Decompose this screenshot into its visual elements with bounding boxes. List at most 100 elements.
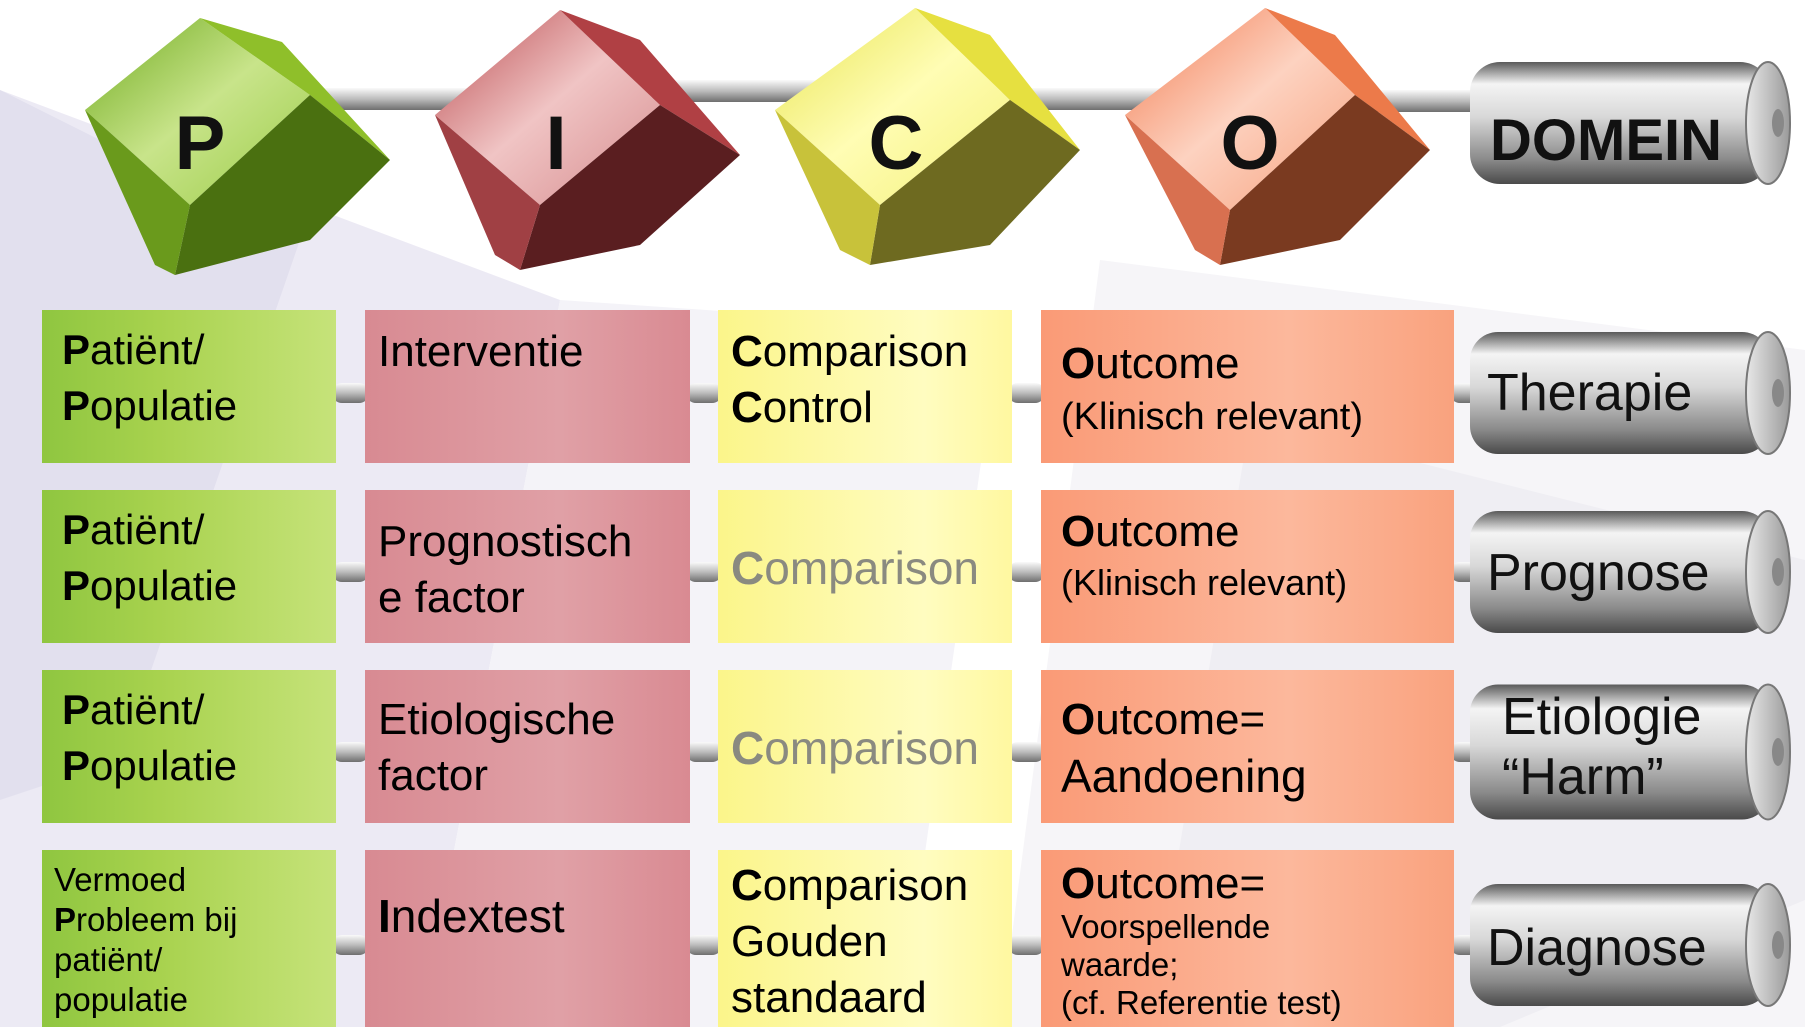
- intervention-text: Interventie: [378, 327, 584, 376]
- domain-cylinder-pin: [1772, 738, 1784, 766]
- initial: O: [1061, 339, 1096, 388]
- text: utcome=: [1095, 695, 1266, 744]
- initial: P: [62, 562, 91, 609]
- row1-intervention-cell: Interventie: [365, 310, 690, 463]
- connector-rod: [686, 383, 722, 403]
- text: omparison: [762, 327, 969, 376]
- connector-rod: [686, 562, 722, 582]
- row3-patient-cell: Patiënt/ Populatie: [42, 670, 336, 823]
- outcome-sub: (Klinisch relevant): [1061, 396, 1363, 438]
- initial: P: [62, 326, 91, 373]
- domain-cylinder-cap: [1745, 683, 1791, 821]
- initial: O: [1061, 507, 1096, 556]
- row2-outcome-cell: Outcome (Klinisch relevant): [1041, 490, 1454, 643]
- connector-rod: [332, 383, 369, 403]
- text: ontrol: [762, 383, 873, 432]
- text: atiënt/: [90, 506, 205, 553]
- row1-outcome-cell: Outcome (Klinisch relevant): [1041, 310, 1454, 463]
- row1-comparison-cell: Comparison Control: [718, 310, 1012, 463]
- text: ndextest: [390, 890, 565, 942]
- domain-cylinder-cap: [1745, 331, 1791, 455]
- p-cube-label: P: [174, 101, 226, 186]
- domain-cylinder-pin: [1772, 558, 1784, 586]
- o-cube-label: O: [1220, 101, 1280, 186]
- initial: I: [378, 890, 391, 942]
- outcome-sub: (Klinisch relevant): [1061, 562, 1348, 603]
- row2-comparison-cell: Comparison: [718, 490, 1012, 643]
- prognostic-line2: e factor: [378, 573, 525, 622]
- domain-cylinder-pin: [1772, 379, 1784, 407]
- text: atiënt/: [90, 686, 205, 733]
- domain-cylinder: [1470, 332, 1770, 454]
- text: omparison: [764, 722, 980, 774]
- domain-cylinder: [1470, 511, 1770, 633]
- row4-indextest-cell: Indextest: [365, 850, 690, 1027]
- patient-line3: patiënt/: [54, 941, 163, 978]
- initial: C: [731, 722, 765, 774]
- outcome-line2: Voorspellende: [1061, 908, 1271, 945]
- text: utcome=: [1095, 859, 1266, 908]
- patient-line1: Vermoed: [54, 861, 187, 898]
- patient-line4: populatie: [54, 981, 188, 1018]
- connector-rod: [1008, 383, 1045, 403]
- text: opulatie: [90, 562, 238, 609]
- etiologie-line2: “Harm”: [1502, 747, 1664, 806]
- row4-comparison-cell: Comparison Gouden standaard: [718, 850, 1012, 1027]
- initial: C: [731, 861, 763, 910]
- outcome-line4: (cf. Referentie test): [1061, 984, 1342, 1021]
- connector-rod: [1008, 562, 1045, 582]
- text: atiënt/: [90, 326, 205, 373]
- initial: P: [62, 686, 91, 733]
- domain-diagnose: Diagnose: [1487, 919, 1707, 977]
- row3-etiologic-cell: Etiologische factor: [365, 670, 690, 823]
- text: opulatie: [90, 382, 238, 429]
- domain-prognose: Prognose: [1487, 544, 1710, 602]
- comparison-line2: Gouden: [731, 917, 888, 966]
- domain-cylinder-cap: [1745, 883, 1791, 1007]
- domain-cylinder: [1470, 684, 1770, 820]
- outcome-line3: waarde;: [1061, 946, 1179, 983]
- etiologic-line2: factor: [378, 751, 489, 800]
- i-cube-label: I: [545, 101, 567, 186]
- connector-rod: [686, 935, 722, 955]
- initial: C: [731, 327, 763, 376]
- row4-outcome-cell: Outcome= Voorspellende waarde; (cf. Refe…: [1041, 850, 1454, 1027]
- domein-header-label: DOMEIN: [1490, 108, 1722, 173]
- initial: P: [62, 742, 91, 789]
- connector-rod: [686, 742, 722, 762]
- c-cube-label: C: [868, 101, 924, 186]
- row3-comparison-cell: Comparison: [718, 670, 1012, 823]
- initial: C: [731, 383, 763, 432]
- row4-patient-cell: Vermoed Probleem bij patiënt/ populatie: [42, 850, 336, 1027]
- row2-patient-cell: Patiënt/ Populatie: [42, 490, 336, 643]
- initial: O: [1061, 859, 1096, 908]
- row2-prognostic-cell: Prognostisch e factor: [365, 490, 690, 643]
- text: opulatie: [90, 742, 238, 789]
- text: omparison: [764, 542, 980, 594]
- domain-cylinder: [1470, 884, 1770, 1006]
- row1-patient-cell: Patiënt/ Populatie: [42, 310, 336, 463]
- etiologie-line1: Etiologie: [1502, 688, 1702, 746]
- initial: P: [54, 901, 77, 938]
- initial: O: [1061, 695, 1096, 744]
- domain-therapie: Therapie: [1487, 364, 1693, 422]
- initial: P: [62, 506, 91, 553]
- text: omparison: [762, 861, 969, 910]
- outcome-line2: Aandoening: [1061, 750, 1307, 802]
- domain-etiologie: Etiologie “Harm”: [1502, 688, 1701, 808]
- initial: C: [731, 542, 765, 594]
- row3-outcome-cell: Outcome= Aandoening: [1041, 670, 1454, 823]
- connector-rod: [1008, 742, 1045, 762]
- domain-cylinder-cap: [1745, 510, 1791, 634]
- connector-rod: [332, 742, 369, 762]
- initial: P: [62, 382, 91, 429]
- text: utcome: [1095, 507, 1240, 556]
- comparison-line3: standaard: [731, 973, 927, 1022]
- prognostic-line1: Prognostisch: [378, 517, 633, 566]
- text: utcome: [1095, 339, 1240, 388]
- connector-rod: [332, 935, 369, 955]
- connector-rod: [332, 562, 369, 582]
- etiologic-line1: Etiologische: [378, 695, 616, 744]
- text: robleem bij: [76, 901, 238, 938]
- connector-rod: [1008, 935, 1045, 955]
